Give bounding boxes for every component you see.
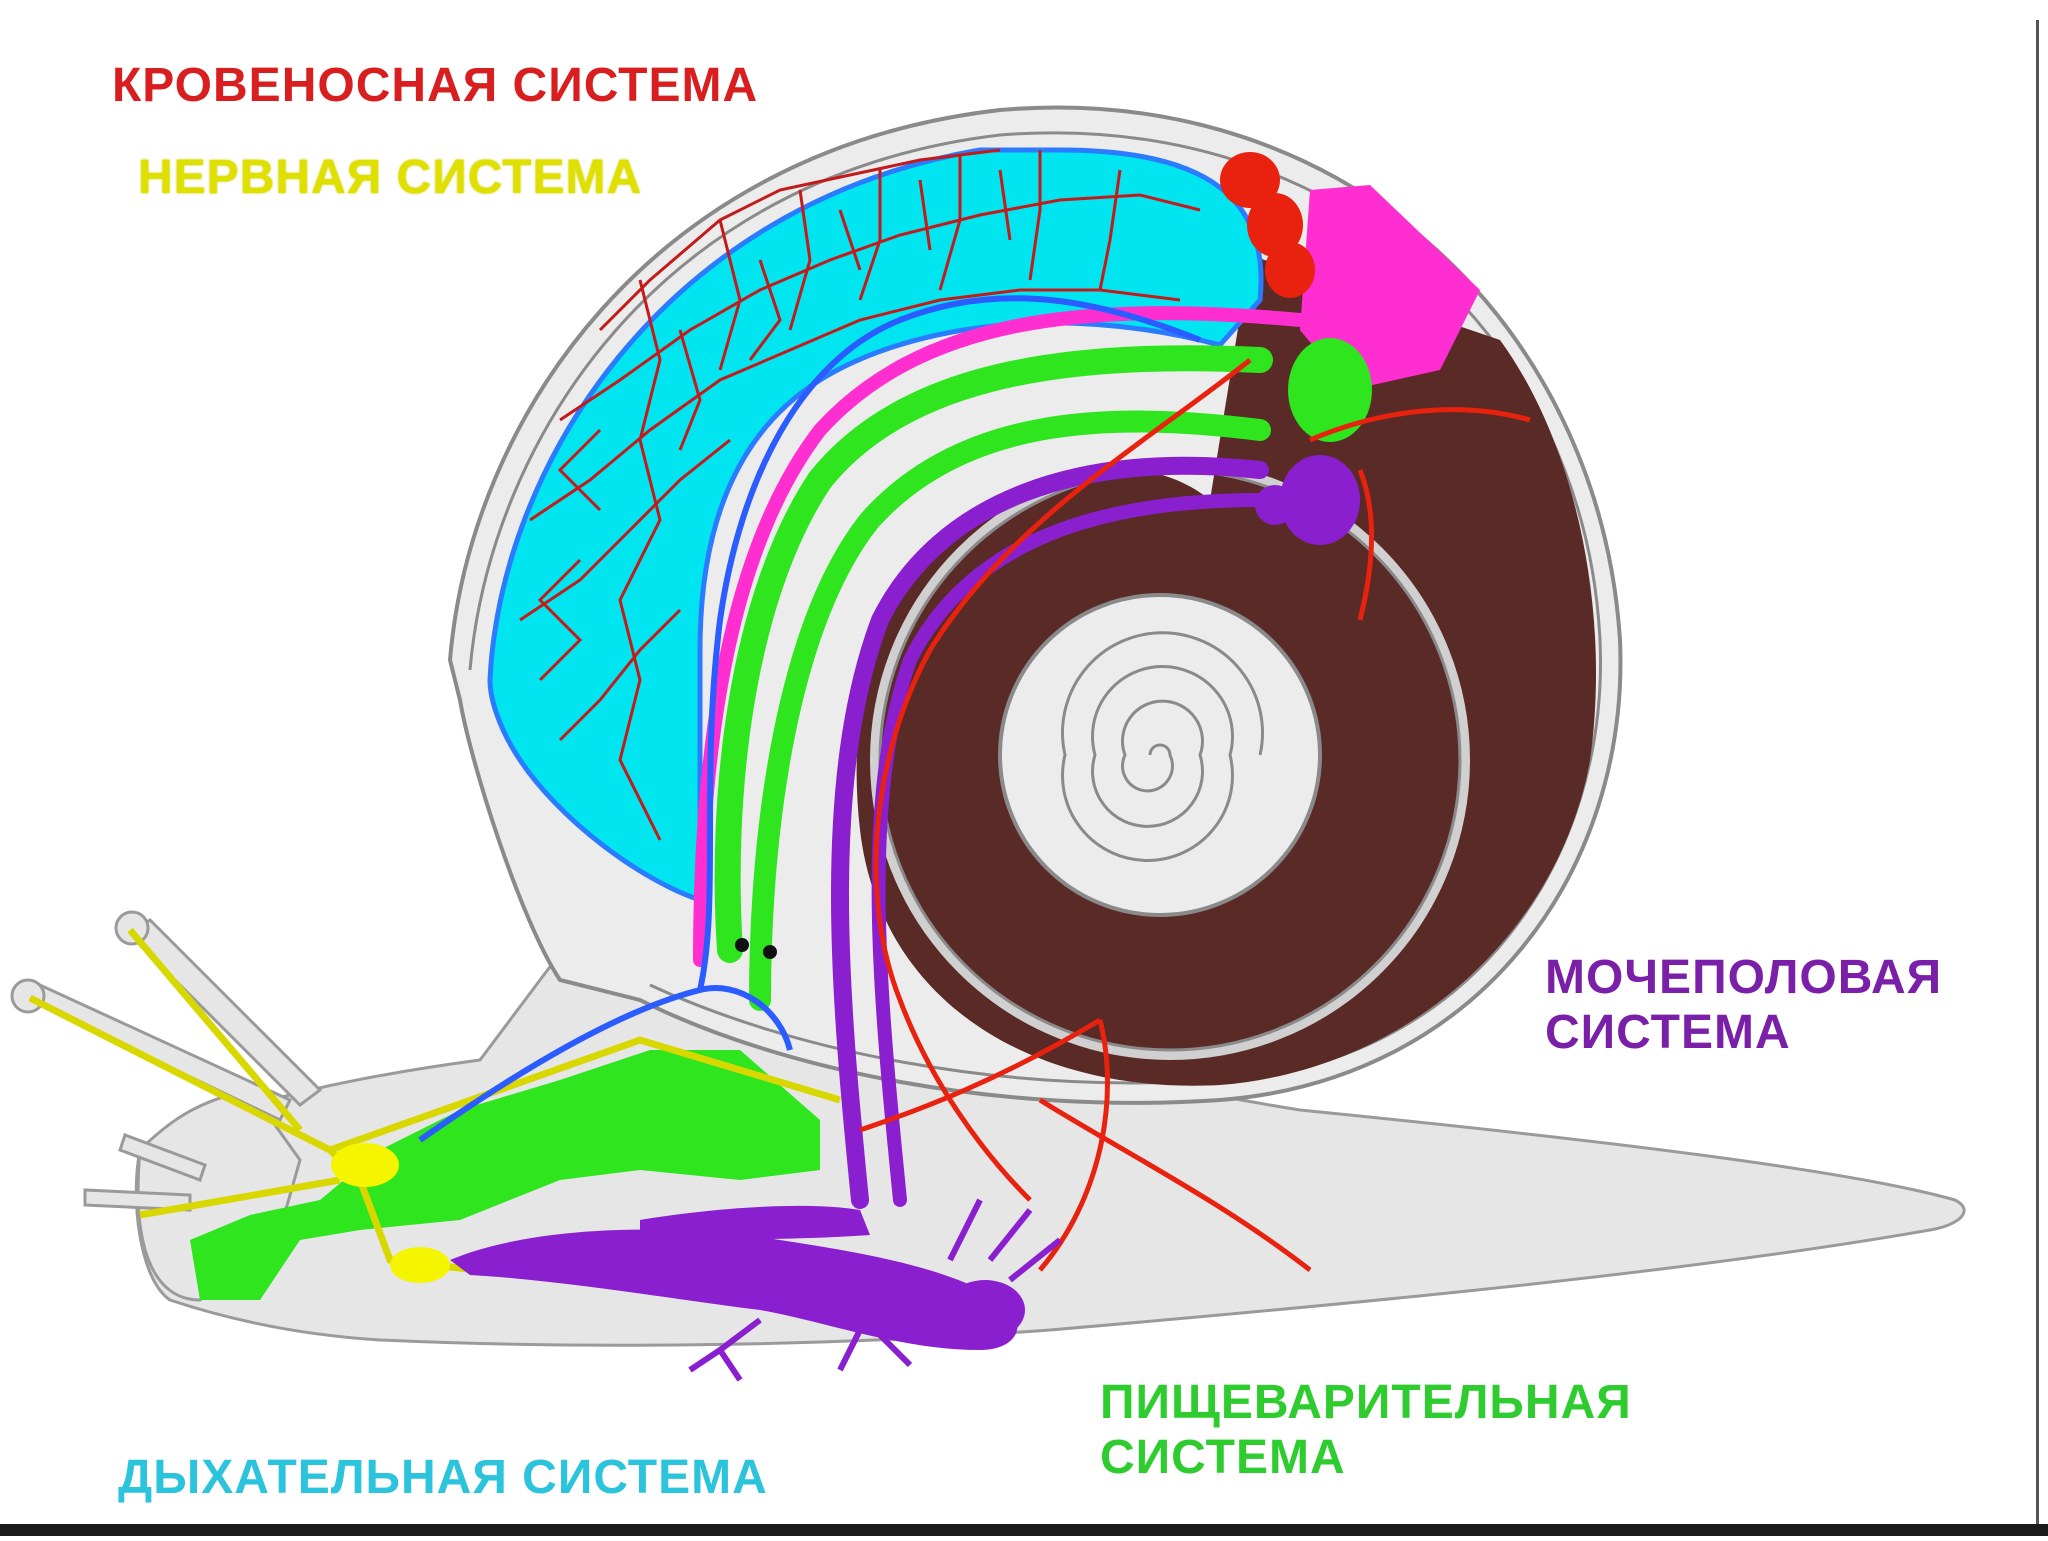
label-text: КРОВЕНОСНАЯ СИСТЕМА (112, 59, 758, 112)
frame-edge-right (2036, 20, 2048, 1524)
label-line: МОЧЕПОЛОВАЯ (1545, 950, 1942, 1005)
label-text: НЕРВНАЯ СИСТЕМА (138, 151, 642, 204)
pneumostome-dot (763, 945, 777, 959)
label-line: СИСТЕМА (1545, 1005, 1942, 1060)
label-line: СИСТЕМА (1100, 1430, 1632, 1485)
label-nervous-system: НЕРВНАЯ СИСТЕМА (138, 150, 642, 205)
label-digestive-system: ПИЩЕВАРИТЕЛЬНАЯ СИСТЕМА (1100, 1375, 1632, 1485)
pneumostome-dot (735, 938, 749, 952)
frame-edge-bottom (0, 1524, 2048, 1536)
kidney (1288, 338, 1372, 442)
label-respiratory-system: ДЫХАТЕЛЬНАЯ СИСТЕМА (118, 1450, 768, 1505)
label-line: ПИЩЕВАРИТЕЛЬНАЯ (1100, 1375, 1632, 1430)
label-text: ДЫХАТЕЛЬНАЯ СИСТЕМА (118, 1451, 768, 1504)
label-circulatory-system: КРОВЕНОСНАЯ СИСТЕМА (112, 58, 758, 113)
label-urogenital-system: МОЧЕПОЛОВАЯ СИСТЕМА (1545, 950, 1942, 1060)
